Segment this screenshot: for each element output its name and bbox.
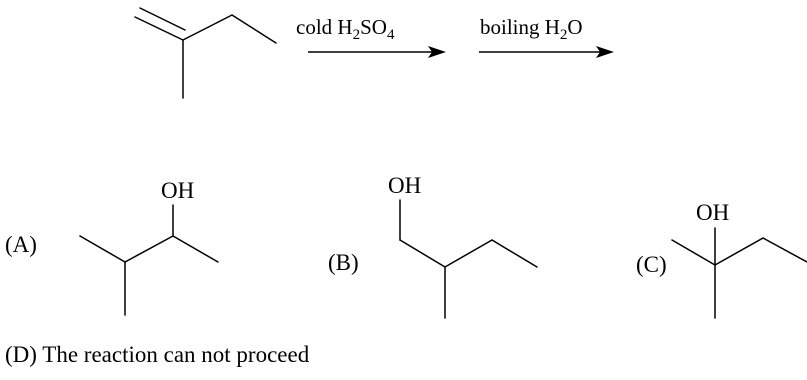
choice-a: (A) OH	[5, 178, 219, 316]
choice-label-a: (A)	[5, 232, 37, 257]
double-bond-inner	[139, 7, 186, 31]
choice-d-text: (D) The reaction can not proceed	[5, 342, 310, 367]
hydroxyl-label: OH	[161, 178, 194, 203]
choice-c: (C) OH	[636, 200, 807, 319]
bond	[231, 14, 277, 44]
bond	[79, 235, 126, 263]
reaction-arrow-1: cold H2SO4	[296, 15, 446, 58]
double-bond-outer	[134, 16, 184, 41]
bond	[182, 14, 233, 41]
starting-alkene	[134, 7, 277, 99]
choice-label-c: (C)	[636, 252, 667, 277]
bond	[399, 239, 446, 268]
bond	[172, 235, 219, 263]
bond	[714, 237, 764, 266]
arrow-head	[596, 46, 614, 58]
bond	[491, 239, 538, 268]
bond	[762, 237, 807, 263]
choice-b: (B) OH	[328, 173, 538, 319]
bond	[444, 239, 493, 268]
reagent-label-1: cold H2SO4	[296, 15, 395, 43]
reagent-label-2: boiling H2O	[480, 15, 583, 43]
hydroxyl-label: OH	[696, 200, 729, 225]
choice-d: (D) The reaction can not proceed	[5, 342, 310, 367]
bond	[671, 239, 716, 266]
reaction-arrow-2: boiling H2O	[479, 15, 614, 58]
arrow-head	[428, 46, 446, 58]
hydroxyl-label: OH	[388, 173, 421, 198]
bond	[124, 235, 174, 263]
choice-label-b: (B)	[328, 250, 359, 275]
